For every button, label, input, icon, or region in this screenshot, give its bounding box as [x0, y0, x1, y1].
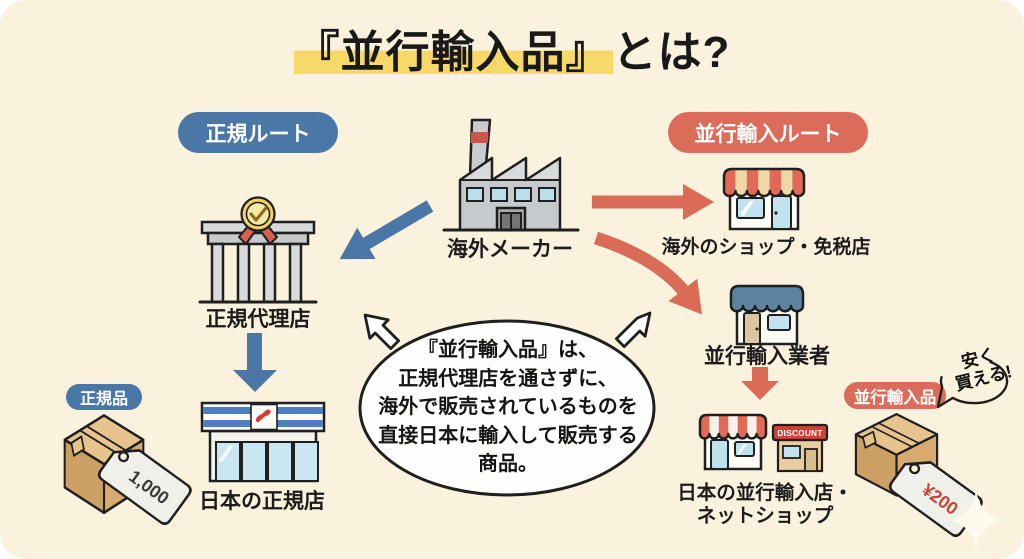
definition-line-4: 直接日本に輸入して販売する: [378, 424, 638, 447]
arrow-agent-to-japan-store: [233, 333, 277, 392]
arrow-maker-to-agent: [339, 200, 434, 260]
genuine-product-label: 正規品: [79, 391, 128, 408]
parallel-product-badge: 並行輸入品: [844, 382, 946, 409]
importer-shop-icon: [729, 284, 805, 346]
arrow-importer-to-japan-import-store: [741, 367, 779, 400]
regular-route-badge: 正規ルート: [178, 112, 338, 153]
arrow-maker-to-importer: [594, 231, 702, 315]
bubble-pointer-left: [363, 313, 400, 350]
cheap-speech-bubble-outline: [936, 360, 1009, 409]
page-title: 『並行輸入品』とは?: [0, 16, 1024, 80]
definition-text: 『並行輸入品』は、 正規代理店を通さずに、 海外で販売されているものを 直接日本…: [362, 336, 654, 479]
importer-label: 並行輸入業者: [704, 345, 830, 368]
japan-import-store-label-line2: ネットショップ: [696, 505, 834, 527]
factory-icon: [442, 118, 580, 232]
definition-line-1: 『並行輸入品』は、: [418, 339, 598, 361]
title-suffix: とは?: [612, 28, 731, 77]
title-highlighted-term: 『並行輸入品』: [293, 28, 613, 77]
parallel-route-label: 並行輸入ルート: [694, 122, 842, 146]
genuine-price-tag: 1,000: [95, 437, 195, 528]
genuine-product-badge: 正規品: [66, 384, 142, 410]
parallel-route-badge: 並行輸入ルート: [668, 112, 868, 153]
discount-sign-text: DISCOUNT: [777, 429, 822, 438]
parallel-product-label: 並行輸入品: [853, 388, 937, 407]
regular-route-label: 正規ルート: [205, 122, 311, 146]
discount-shop-icon: DISCOUNT: [771, 423, 829, 473]
overseas-shop-label: 海外のショップ・免税店: [661, 237, 871, 258]
japan-store-icon: [200, 401, 326, 483]
definition-line-2: 正規代理店を通さずに、: [398, 367, 618, 390]
agent-label: 正規代理店: [205, 308, 311, 331]
parallel-price-tag: ¥200: [886, 449, 986, 540]
medal-icon: [238, 196, 278, 245]
overseas-shop-icon: [722, 167, 806, 231]
definition-line-5: 商品。: [478, 453, 538, 475]
maker-label: 海外メーカー: [447, 238, 573, 261]
japan-import-store-label-line1: 日本の並行輸入店・: [677, 482, 853, 504]
japan-import-shop-icon: [698, 413, 768, 471]
definition-bubble: [358, 311, 656, 497]
authorized-agent-icon: [198, 196, 318, 304]
japan-store-label: 日本の正規店: [199, 490, 325, 513]
bubble-pointer-right: [614, 311, 652, 348]
definition-line-3: 海外で販売されているものを: [378, 396, 638, 418]
japan-map-icon: [255, 409, 271, 423]
sparkle-icon: [946, 490, 1006, 550]
